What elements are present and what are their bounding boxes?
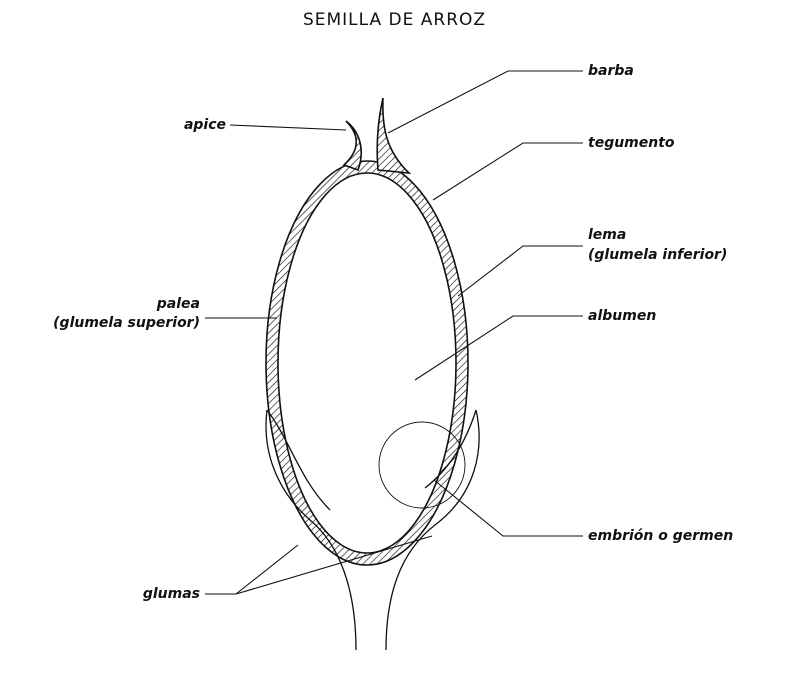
glume-right [386, 410, 479, 650]
label-tegumento: tegumento [588, 134, 675, 152]
label-glumas: glumas [80, 585, 200, 603]
awn-tip [377, 98, 409, 173]
seed-coat-ring [266, 161, 468, 565]
diagram-title: SEMILLA DE ARROZ [0, 10, 789, 30]
label-lema: lema [588, 226, 626, 244]
label-embrion: embrión o germen [588, 527, 733, 545]
label-albumen: albumen [588, 307, 656, 325]
apex-tip [344, 121, 361, 170]
label-palea-sub: (glumela superior) [10, 314, 200, 332]
label-lema-sub: (glumela inferior) [588, 246, 727, 264]
label-apice: apice [140, 116, 226, 134]
label-barba: barba [588, 62, 634, 80]
label-palea: palea [10, 295, 200, 313]
leader-lines [205, 71, 583, 594]
